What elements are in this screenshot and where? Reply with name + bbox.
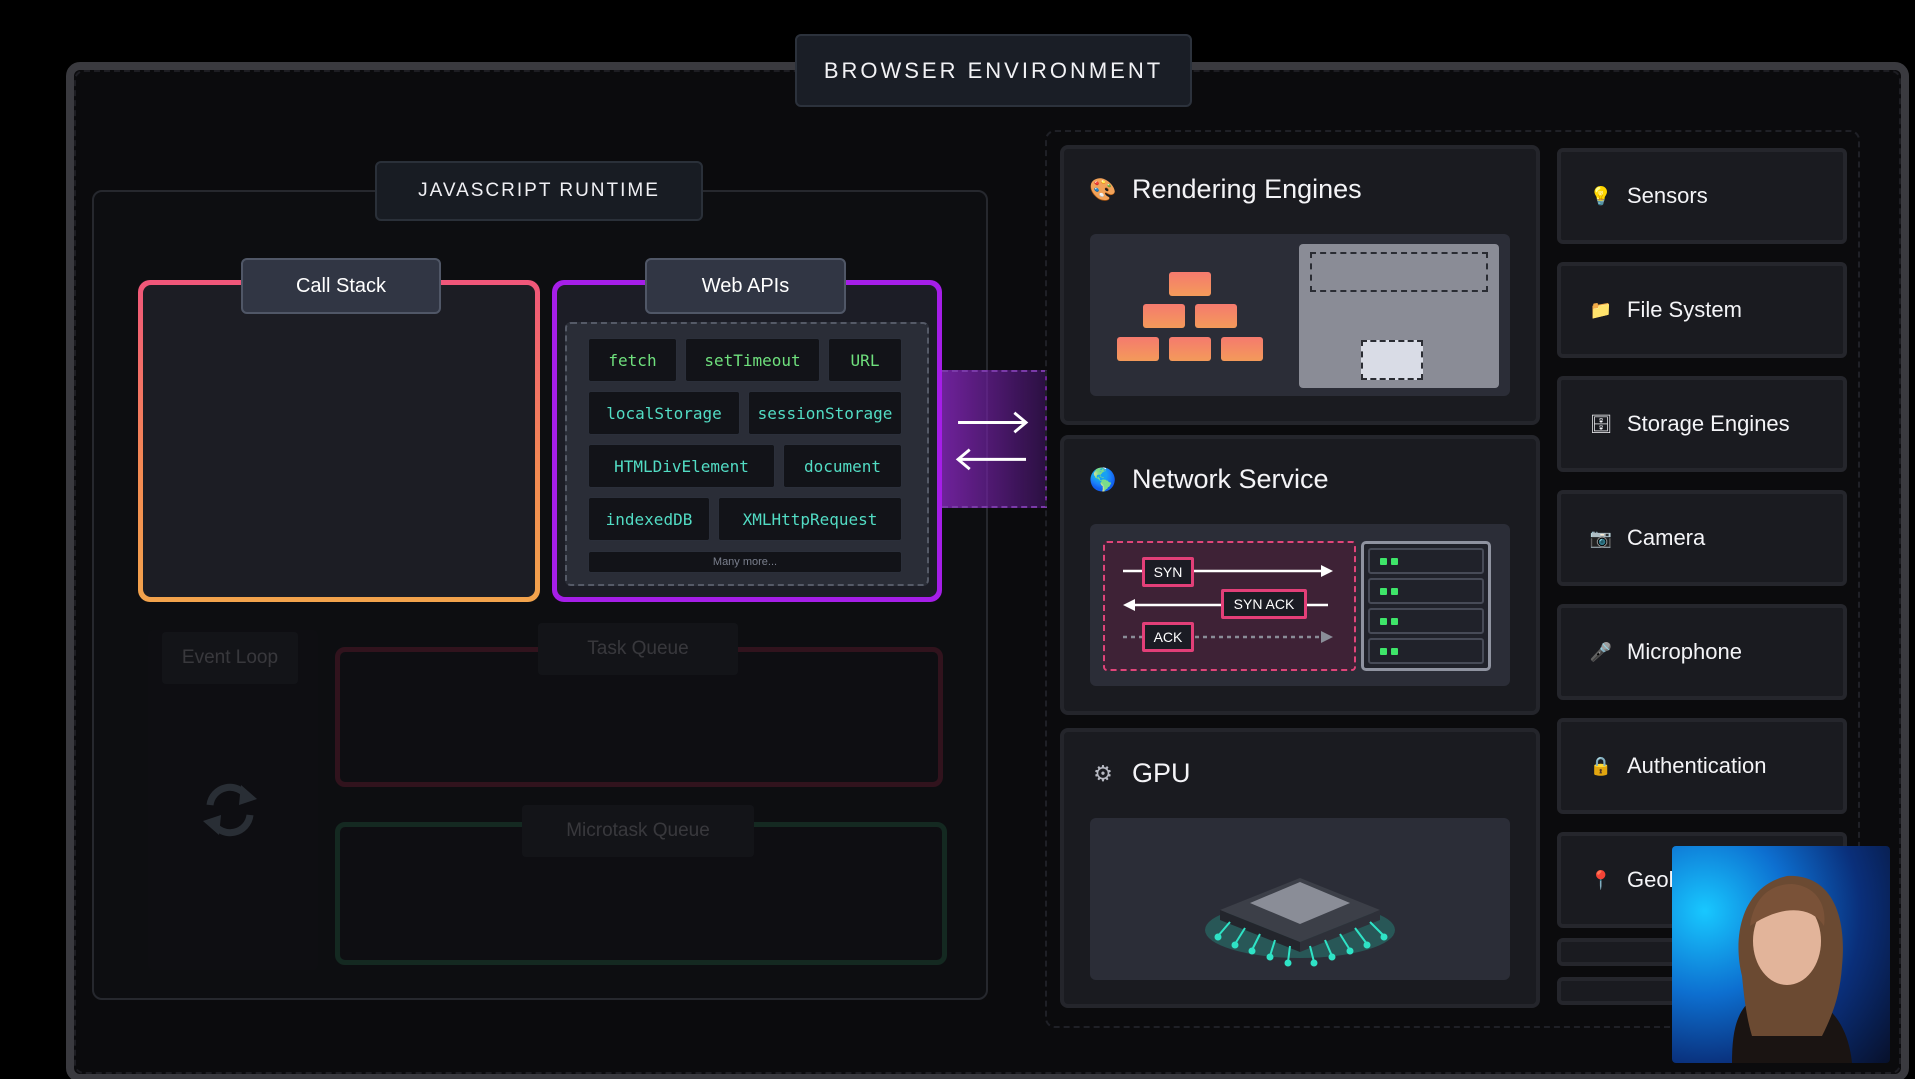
api-chip-settimeout: setTimeout bbox=[685, 338, 820, 382]
folder-icon: 📁 bbox=[1589, 299, 1613, 320]
rendering-engines-header: 🎨 Rendering Engines bbox=[1088, 174, 1362, 205]
dom-tree-node bbox=[1143, 304, 1185, 328]
pin-icon: 📍 bbox=[1589, 869, 1613, 890]
gear-icon: ⚙ bbox=[1093, 760, 1113, 786]
dom-tree-node bbox=[1117, 337, 1159, 361]
preview-header-region bbox=[1310, 252, 1488, 292]
api-chip-localstorage: localStorage bbox=[588, 391, 740, 435]
server-icon bbox=[1361, 541, 1491, 671]
sidebar-item-sensors: 💡 Sensors bbox=[1557, 148, 1847, 244]
microtask-queue-title: Microtask Queue bbox=[522, 805, 754, 857]
syn-ack-packet: SYN ACK bbox=[1221, 589, 1307, 619]
sidebar-item-file-system: 📁 File System bbox=[1557, 262, 1847, 358]
bidirectional-arrows-icon bbox=[955, 411, 1029, 471]
api-chip-xmlhttprequest: XMLHttpRequest bbox=[718, 497, 902, 541]
gpu-header: ⚙ GPU bbox=[1088, 758, 1191, 789]
globe-icon: 🌎 bbox=[1089, 466, 1117, 492]
api-chip-htmldivelement: HTMLDivElement bbox=[588, 444, 775, 488]
sidebar-item-camera: 📷 Camera bbox=[1557, 490, 1847, 586]
dom-tree-node bbox=[1221, 337, 1263, 361]
sidebar-item-label: Storage Engines bbox=[1627, 411, 1790, 436]
network-service-title: Network Service bbox=[1132, 464, 1329, 494]
gpu-title: GPU bbox=[1132, 758, 1191, 788]
server-rack-row bbox=[1368, 548, 1484, 574]
refresh-loop-icon bbox=[203, 783, 257, 837]
server-rack-row bbox=[1368, 608, 1484, 634]
event-loop-box bbox=[148, 630, 318, 970]
sidebar-item-label: Sensors bbox=[1627, 183, 1708, 208]
dom-tree-node bbox=[1169, 272, 1211, 296]
api-chip-sessionstorage: sessionStorage bbox=[748, 391, 902, 435]
camera-icon: 📷 bbox=[1589, 527, 1613, 548]
sidebar-item-label: Authentication bbox=[1627, 753, 1767, 778]
server-rack-row bbox=[1368, 638, 1484, 664]
syn-packet: SYN bbox=[1142, 557, 1194, 587]
call-stack-title: Call Stack bbox=[241, 258, 441, 314]
ack-packet: ACK bbox=[1142, 622, 1194, 652]
browser-environment-title: BROWSER ENVIRONMENT bbox=[795, 34, 1192, 107]
sidebar-item-authentication: 🔒 Authentication bbox=[1557, 718, 1847, 814]
server-rack-row bbox=[1368, 578, 1484, 604]
sidebar-item-label: Microphone bbox=[1627, 639, 1742, 664]
event-loop-title: Event Loop bbox=[162, 632, 298, 684]
web-apis-bridge bbox=[942, 370, 1047, 508]
dom-tree-node bbox=[1195, 304, 1237, 328]
sidebar-item-microphone: 🎤 Microphone bbox=[1557, 604, 1847, 700]
microphone-icon: 🎤 bbox=[1589, 641, 1613, 662]
microtask-queue-box bbox=[335, 822, 947, 965]
task-queue-box bbox=[335, 647, 943, 787]
javascript-runtime-title: JAVASCRIPT RUNTIME bbox=[375, 161, 703, 221]
browser-services-zone bbox=[1045, 130, 1860, 1028]
api-chip-document: document bbox=[783, 444, 902, 488]
sidebar-item-storage-engines: 🗄 Storage Engines bbox=[1557, 376, 1847, 472]
palette-icon: 🎨 bbox=[1089, 176, 1117, 202]
gpu-chip-icon bbox=[1205, 878, 1395, 967]
network-service-header: 🌎 Network Service bbox=[1088, 464, 1329, 495]
web-apis-title: Web APIs bbox=[645, 258, 846, 314]
api-chip-many-more: Many more... bbox=[588, 551, 902, 573]
sidebar-item-label: Geol bbox=[1627, 867, 1674, 892]
api-chip-fetch: fetch bbox=[588, 338, 677, 382]
presenter-webcam-overlay bbox=[1672, 846, 1890, 1063]
preview-element-region bbox=[1361, 340, 1423, 380]
sidebar-item-label: Camera bbox=[1627, 525, 1706, 550]
lock-icon: 🔒 bbox=[1589, 755, 1613, 776]
sidebar-item-label: File System bbox=[1627, 297, 1742, 322]
lightbulb-icon: 💡 bbox=[1589, 185, 1613, 206]
rendering-engines-title: Rendering Engines bbox=[1132, 174, 1362, 204]
cabinet-icon: 🗄 bbox=[1589, 413, 1613, 434]
dom-tree-node bbox=[1169, 337, 1211, 361]
call-stack-box bbox=[138, 280, 540, 602]
api-chip-url: URL bbox=[828, 338, 902, 382]
task-queue-title: Task Queue bbox=[538, 623, 738, 675]
presenter-silhouette bbox=[1732, 875, 1852, 1063]
api-chip-indexeddb: indexedDB bbox=[588, 497, 710, 541]
